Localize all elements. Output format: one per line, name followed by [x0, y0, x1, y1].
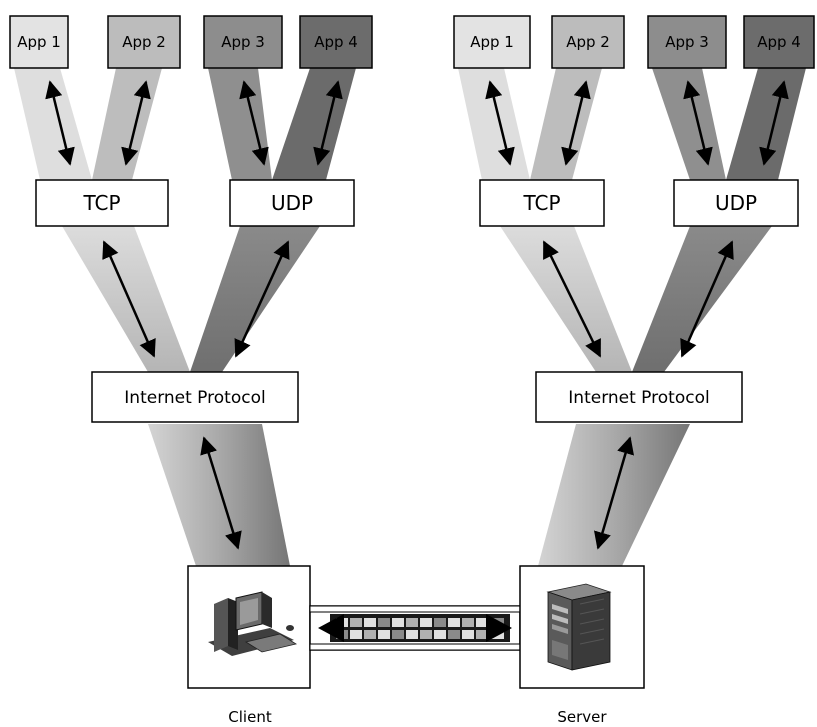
app4-label: App 4	[314, 33, 358, 51]
tcp-box	[479, 179, 605, 227]
arrow-app3-udp	[683, 80, 713, 166]
arrow-tcp-ip	[542, 240, 602, 358]
ip-box	[535, 371, 743, 423]
arrow-app1-tcp	[45, 80, 75, 166]
arrow-udp-ip	[234, 240, 290, 358]
app1-label: App 1	[17, 33, 61, 51]
udp-label: UDP	[271, 191, 313, 215]
app3-box	[647, 15, 727, 69]
server-tower-icon	[546, 583, 612, 671]
app4-box	[743, 15, 815, 69]
arrow-app2-tcp	[121, 80, 151, 166]
app4-label: App 4	[757, 33, 801, 51]
app4-box	[299, 15, 373, 69]
arrow-tcp-ip	[102, 240, 156, 358]
arrow-app2-tcp	[561, 80, 591, 166]
arrow-ip-server	[593, 436, 635, 550]
arrow-app3-udp	[239, 80, 269, 166]
app1-box	[9, 15, 69, 69]
client-label: Client	[228, 708, 272, 726]
arrow-ip-client	[200, 436, 242, 550]
beam-app4-udp	[272, 68, 356, 180]
beam-tcp-ip	[62, 226, 190, 372]
beam-tcp-ip	[500, 226, 632, 372]
link-arrow-right	[486, 614, 512, 642]
tcp-label: TCP	[522, 191, 560, 215]
link-arrow-left	[318, 614, 344, 642]
beam-app3-udp	[208, 68, 272, 180]
app3-label: App 3	[221, 33, 265, 51]
link-segments	[330, 614, 510, 642]
tcp-label: TCP	[82, 191, 120, 215]
beam-ip-client	[148, 424, 290, 566]
ip-box	[91, 371, 299, 423]
arrow-app1-tcp	[485, 80, 515, 166]
app2-label: App 2	[122, 33, 166, 51]
udp-label: UDP	[715, 191, 757, 215]
tcp-box	[35, 179, 169, 227]
client-stack: App 1 App 2 App 3 App 4 TCP UDP Internet…	[9, 15, 373, 726]
app3-box	[203, 15, 283, 69]
ip-label: Internet Protocol	[568, 388, 709, 408]
app1-box	[453, 15, 531, 69]
beam-udp-ip	[632, 226, 772, 372]
udp-box	[673, 179, 799, 227]
ip-label: Internet Protocol	[124, 388, 265, 408]
server-label: Server	[557, 708, 607, 726]
app2-box	[551, 15, 625, 69]
beam-app1-tcp	[14, 68, 92, 180]
app2-label: App 2	[566, 33, 610, 51]
beam-app1-tcp	[458, 68, 530, 180]
arrow-udp-ip	[680, 240, 734, 358]
app1-label: App 1	[470, 33, 514, 51]
desktop-computer-icon	[208, 591, 298, 656]
arrow-app4-udp	[759, 80, 789, 166]
server-stack: App 1 App 2 App 3 App 4 TCP UDP Internet…	[453, 15, 815, 726]
app3-label: App 3	[665, 33, 709, 51]
udp-box	[229, 179, 355, 227]
beam-app4-udp	[726, 68, 806, 180]
network-cable-icon	[309, 605, 521, 651]
arrow-app4-udp	[313, 80, 343, 166]
beam-udp-ip	[190, 226, 320, 372]
app2-box	[107, 15, 181, 69]
